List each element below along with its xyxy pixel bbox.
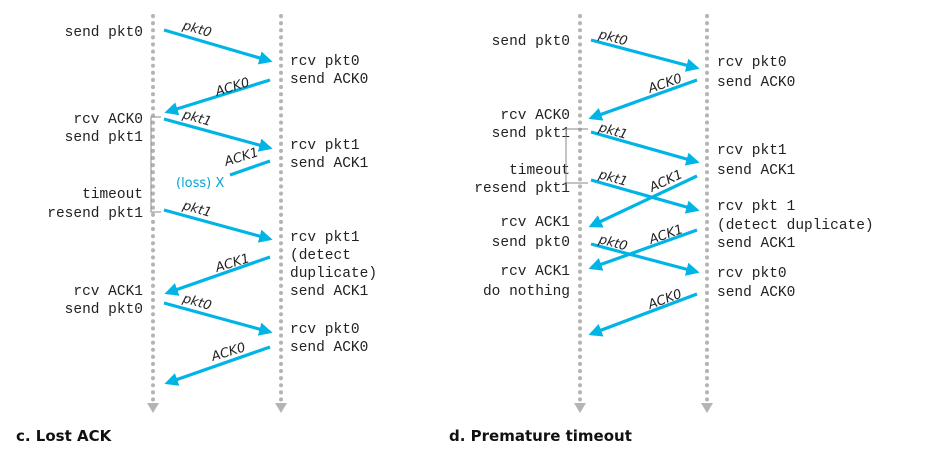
receiver-event: (detect duplicate) (717, 218, 874, 234)
receiver-event: rcv pkt0 (290, 54, 360, 70)
pkt1-arrow (163, 117, 273, 152)
sender-event: resend pkt1 (47, 206, 143, 222)
receiver-event: send ACK0 (290, 72, 368, 88)
pkt1-resend-arrow (163, 208, 273, 243)
pkt1-resend-arrow (590, 178, 700, 214)
sender-event: send pkt0 (492, 34, 570, 50)
receiver-event: send ACK1 (717, 236, 795, 252)
pkt0-arrow-2 (590, 242, 700, 276)
receiver-event: send ACK0 (717, 75, 795, 91)
panel-d-premature-timeout: send pkt0 rcv ACK0 send pkt1 timeout res… (449, 14, 874, 445)
ack1-label: ACK1 (213, 251, 252, 276)
receiver-event: rcv pkt0 (290, 322, 360, 338)
sender-timeline-arrowhead (147, 403, 159, 413)
ack0-arrow (588, 78, 698, 121)
receiver-event: rcv pkt1 (717, 143, 787, 159)
receiver-event: rcv pkt0 (717, 266, 787, 282)
sender-event: send pkt0 (65, 302, 143, 318)
sender-event: timeout (82, 187, 143, 203)
ack1-label-2: ACK1 (646, 222, 685, 248)
receiver-event: (detect (290, 248, 351, 264)
sender-event: timeout (509, 163, 570, 179)
receiver-event: send ACK0 (290, 340, 368, 356)
timeout-bracket (565, 128, 588, 184)
receiver-event: send ACK1 (717, 163, 795, 179)
panel-c-lost-ack: send pkt0 rcv ACK0 send pkt1 timeout res… (16, 14, 377, 445)
ack0-label: ACK0 (213, 75, 252, 100)
receiver-event: send ACK1 (290, 284, 368, 300)
ack1-arrow-2 (588, 228, 698, 271)
pkt0-arrow-2 (163, 301, 273, 336)
sender-event: send pkt0 (492, 235, 570, 251)
ack0-arrow-2 (164, 345, 271, 386)
receiver-event: rcv pkt1 (290, 230, 360, 246)
ack1-arrow (588, 174, 698, 228)
sender-event: send pkt1 (492, 126, 570, 142)
sender-event: rcv ACK1 (500, 264, 570, 280)
receiver-event: rcv pkt1 (290, 138, 360, 154)
sender-event: rcv ACK0 (73, 112, 143, 128)
panel-d-caption: d. Premature timeout (449, 427, 632, 445)
ack0-label-2: ACK0 (645, 287, 684, 313)
pkt1-arrow (590, 130, 700, 166)
sender-event: send pkt0 (65, 25, 143, 41)
sender-event: resend pkt1 (474, 181, 570, 197)
receiver-event: rcv pkt 1 (717, 199, 795, 215)
sender-timeline-arrowhead (574, 403, 586, 413)
receiver-event: duplicate) (290, 266, 377, 282)
sender-event: rcv ACK1 (500, 215, 570, 231)
ack1-lost-arrow (229, 159, 271, 177)
panel-c-caption: c. Lost ACK (16, 427, 113, 445)
receiver-timeline-arrowhead (701, 403, 713, 413)
pkt0-arrow (163, 28, 273, 65)
sender-event: rcv ACK0 (500, 108, 570, 124)
receiver-event: send ACK0 (717, 285, 795, 301)
loss-marker: (loss) X (176, 176, 224, 191)
ack0-arrow (164, 78, 271, 116)
sender-event: send pkt1 (65, 130, 143, 146)
receiver-timeline-arrowhead (275, 403, 287, 413)
timeout-bracket (150, 116, 161, 213)
receiver-event: rcv pkt0 (717, 55, 787, 71)
ack0-label: ACK0 (645, 71, 684, 97)
sender-event: do nothing (483, 284, 570, 300)
sender-event: rcv ACK1 (73, 284, 143, 300)
receiver-event: send ACK1 (290, 156, 368, 172)
ack1-arrow (164, 255, 271, 296)
ack0-arrow-2 (588, 292, 698, 337)
pkt0-arrow (590, 38, 700, 72)
